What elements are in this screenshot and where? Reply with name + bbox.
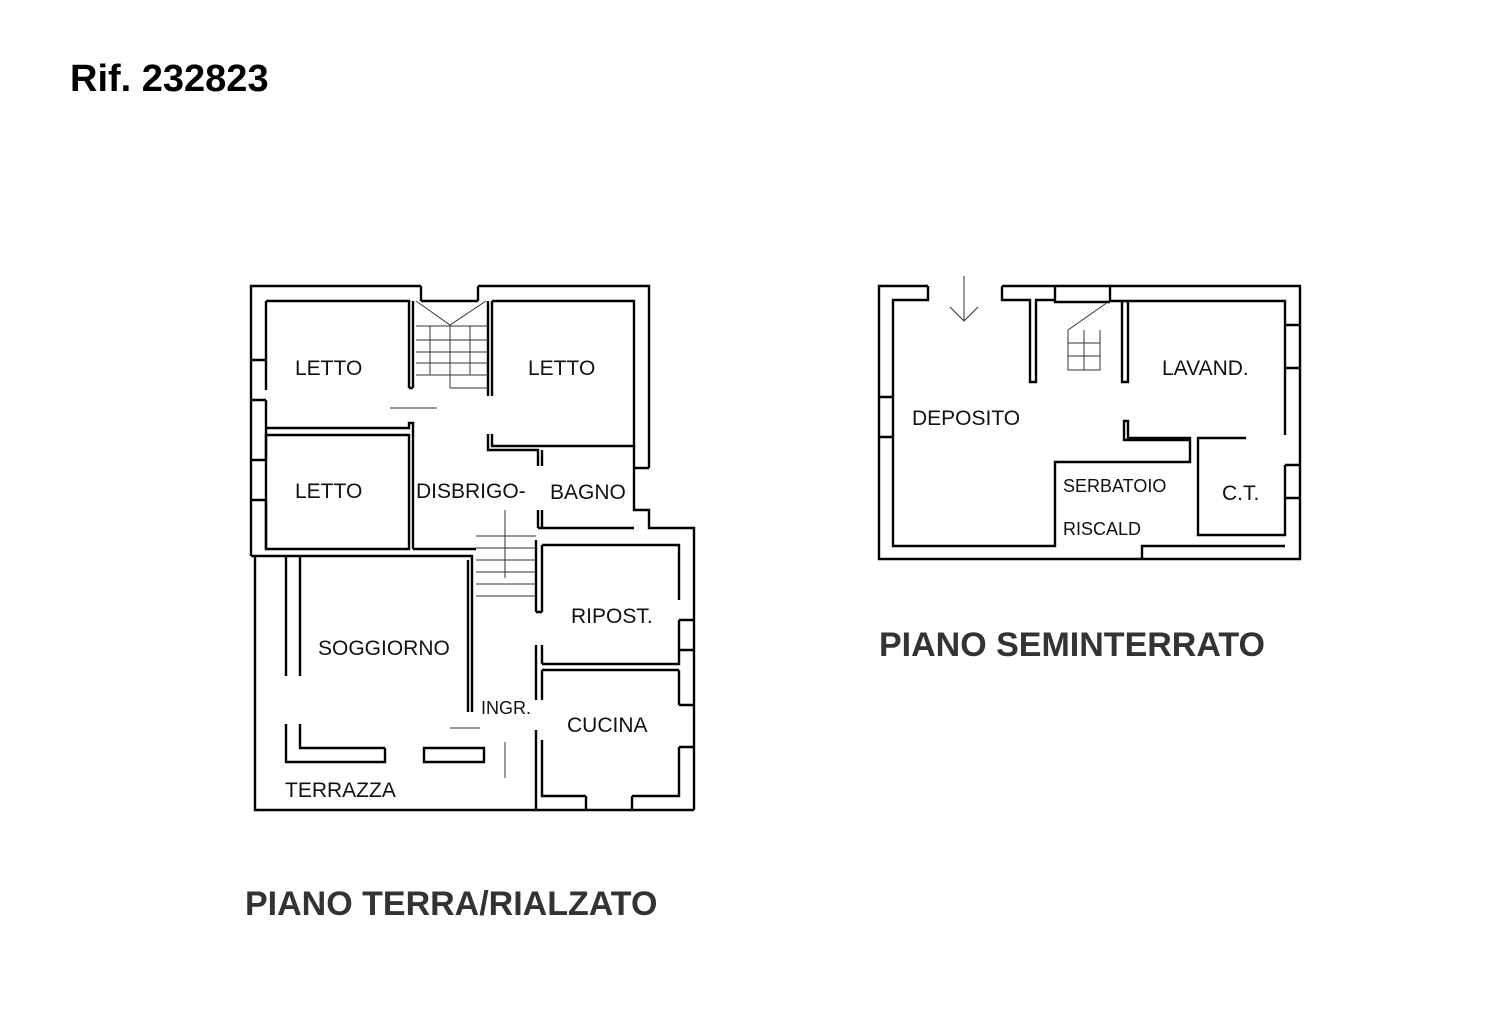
room-label-terrazza: TERRAZZA xyxy=(285,779,396,802)
room-label-riscaldamento: RISCALD xyxy=(1063,519,1141,539)
entrance-arrow-icon xyxy=(949,276,979,322)
basement-title: PIANO SEMINTERRATO xyxy=(879,626,1265,664)
reference-number: Rif. 232823 xyxy=(70,58,269,100)
room-label-ingresso: INGR. xyxy=(481,698,531,718)
basement-plan: DEPOSITO LAVAND. SERBATOIO RISCALD C.T. … xyxy=(877,276,1302,664)
room-label-disbrigo: DISBRIGO- xyxy=(416,480,526,503)
ground-floor-plan: LETTO LETTO LETTO DISBRIGO- BAGNO SOGGIO… xyxy=(245,284,696,923)
room-label-centrale-termica: C.T. xyxy=(1222,482,1259,505)
room-label-lavanderia: LAVAND. xyxy=(1162,357,1249,380)
room-label-deposito: DEPOSITO xyxy=(912,407,1020,430)
room-label-cucina: CUCINA xyxy=(567,714,648,737)
room-label-letto: LETTO xyxy=(295,480,362,503)
ground-floor-title: PIANO TERRA/RIALZATO xyxy=(245,885,657,923)
room-label-soggiorno: SOGGIORNO xyxy=(318,637,450,660)
room-label-letto: LETTO xyxy=(295,357,362,380)
room-label-ripostiglio: RIPOST. xyxy=(571,605,653,628)
room-label-serbatoio: SERBATOIO xyxy=(1063,476,1166,496)
room-label-letto: LETTO xyxy=(528,357,595,380)
room-label-bagno: BAGNO xyxy=(550,481,626,504)
